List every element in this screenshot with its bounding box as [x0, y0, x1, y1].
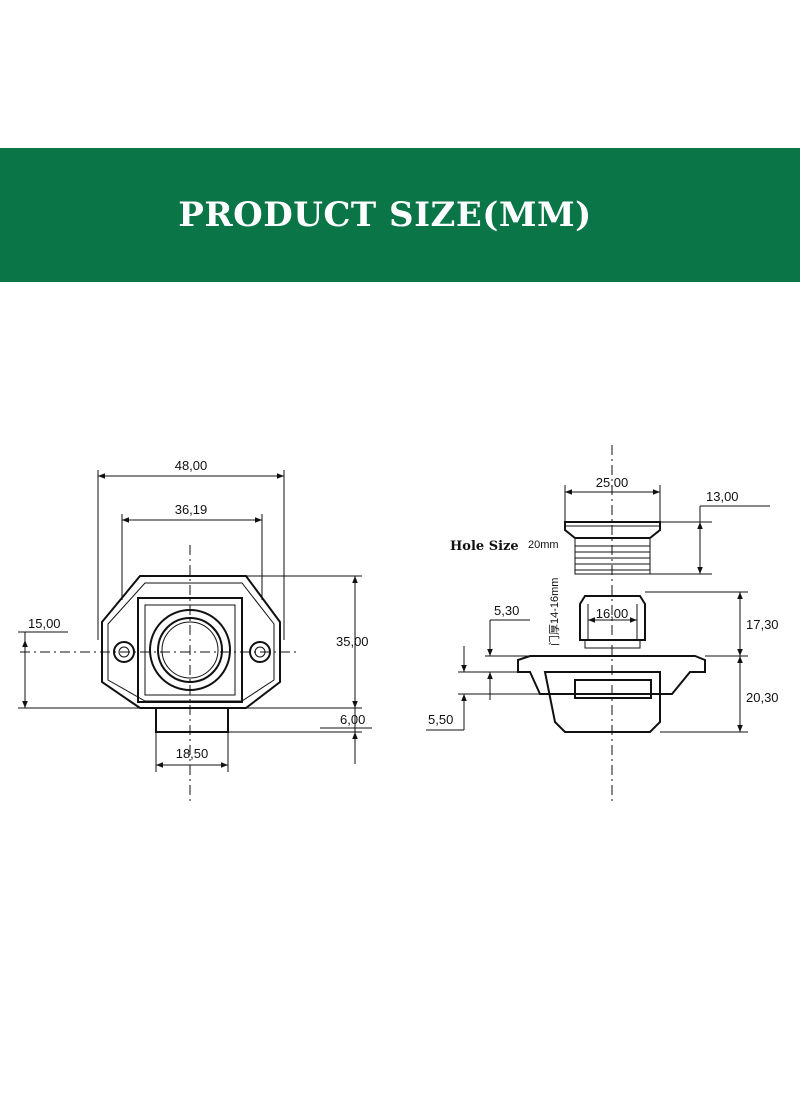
hole-size-value: 20mm: [528, 539, 559, 551]
right-mounting-hole-inner: [254, 646, 266, 658]
inner-housing: [137, 597, 243, 703]
hole-size-label: Hole Size: [450, 539, 519, 554]
dim-width-inner: 36,19: [175, 502, 208, 517]
dim-cap-diameter: 25,00: [596, 475, 629, 490]
dim-flange-thickness: 5,50: [428, 712, 453, 727]
latch-slot: [574, 679, 652, 699]
dim-lower-height: 20,30: [746, 690, 779, 705]
outer-body-inner-edge: [107, 582, 275, 702]
thread-section: [574, 537, 651, 575]
dim-base-offset: 6,00: [340, 712, 365, 727]
dim-body-diameter: 16,00: [596, 606, 629, 621]
push-button-inner: [157, 617, 223, 683]
inner-housing-edge: [144, 604, 236, 696]
left-mounting-hole: [113, 641, 135, 663]
page-title: PRODUCT SIZE(MM): [178, 195, 592, 235]
right-mounting-hole: [249, 641, 271, 663]
dim-flange-offset: 5,30: [494, 603, 519, 618]
front-view: 48,00 36,19 35,00 15,00 6,00 18,50: [18, 458, 372, 805]
side-view: 25,00 13,00 Hole Size 20mm 门厚14-16mm 16,…: [426, 445, 779, 805]
left-mounting-hole-inner: [118, 646, 130, 658]
latch-housing: [543, 671, 661, 733]
header-banner: PRODUCT SIZE(MM): [0, 148, 800, 282]
base-tab: [155, 707, 229, 733]
dim-height: 35,00: [336, 634, 369, 649]
push-body: [579, 595, 646, 641]
push-button-face: [161, 621, 219, 679]
outer-body: [101, 575, 281, 709]
dim-upper-height: 17,30: [746, 617, 779, 632]
dim-cap-height: 13,00: [706, 489, 739, 504]
push-button-outer: [149, 609, 231, 691]
dim-width-outer: 48,00: [175, 458, 208, 473]
door-thickness-note: 门厚14-16mm: [547, 578, 561, 646]
push-body-neck: [584, 639, 641, 649]
flange: [517, 655, 706, 695]
dim-base-width: 18,50: [176, 746, 209, 761]
dim-hole-offset: 15,00: [28, 616, 61, 631]
